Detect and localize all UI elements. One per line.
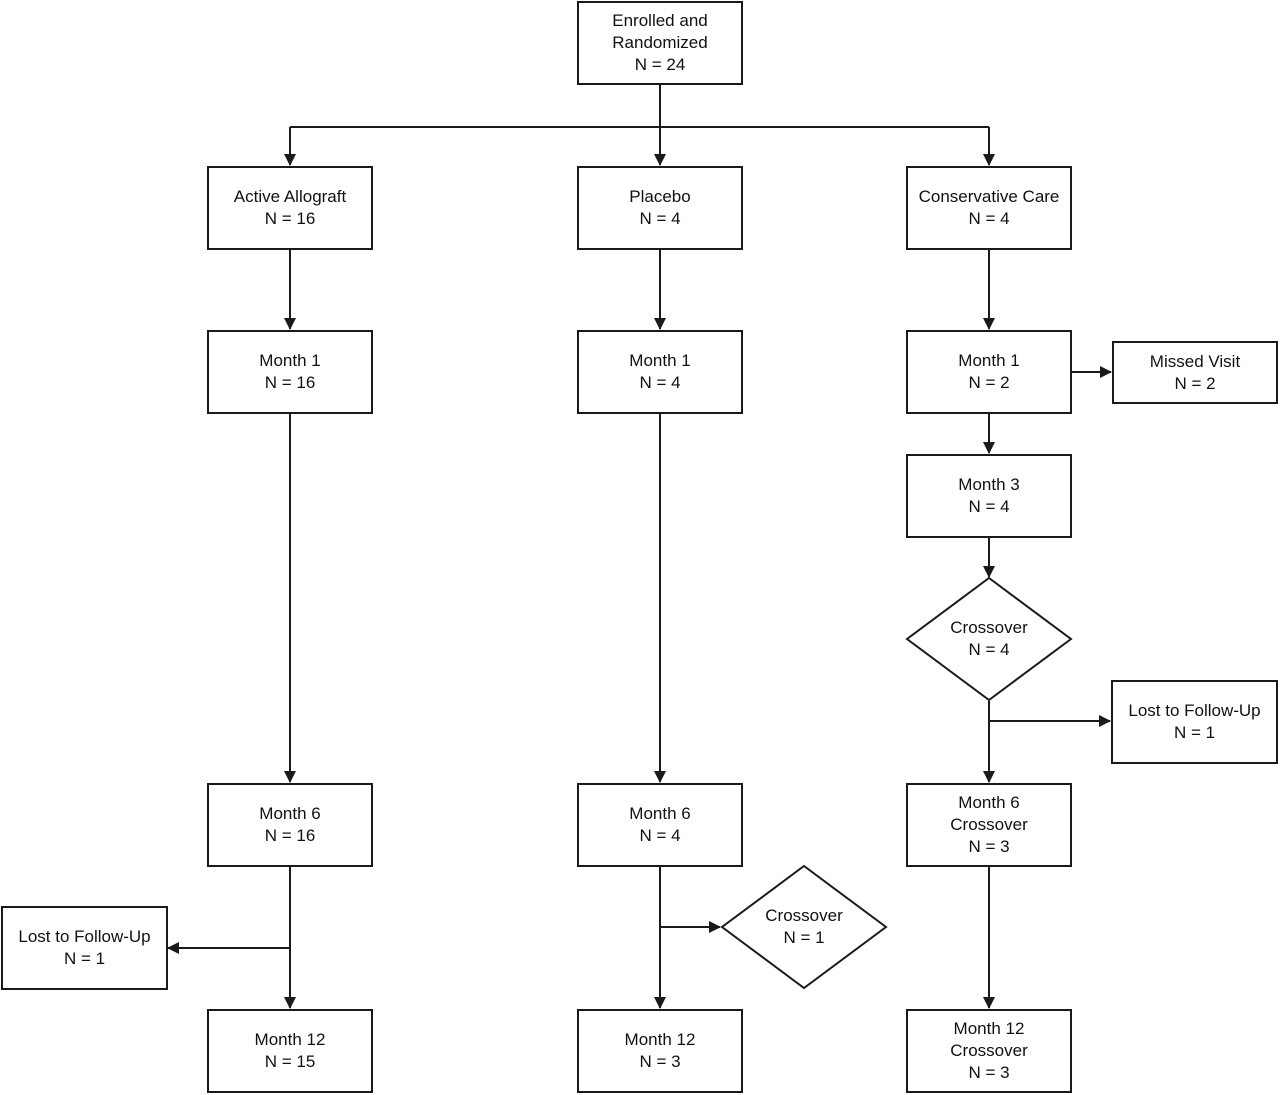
node-text: Lost to Follow-Up xyxy=(1128,701,1261,720)
node-text: N = 3 xyxy=(968,837,1010,856)
node-text: Month 1 xyxy=(958,351,1020,370)
node-text: Month 12 xyxy=(953,1019,1025,1038)
node-text: N = 16 xyxy=(264,826,316,845)
node-text: Placebo xyxy=(629,187,691,206)
node-text: Randomized xyxy=(612,33,708,52)
cc-lost-to-follow-up-box: Lost to Follow-Up N = 1 xyxy=(1111,680,1278,764)
enrolled-randomized-box: Enrolled and Randomized N = 24 xyxy=(577,1,743,85)
node-text: Crossover xyxy=(950,1041,1028,1060)
active-month1-box: Month 1 N = 16 xyxy=(207,330,373,414)
placebo-month6-box: Month 6 N = 4 xyxy=(577,783,743,867)
conservative-care-box: Conservative Care N = 4 xyxy=(906,166,1072,250)
node-text: Month 6 xyxy=(259,804,321,823)
cc-month3-box: Month 3 N = 4 xyxy=(906,454,1072,538)
node-text: N = 16 xyxy=(264,209,316,228)
node-text: Month 12 xyxy=(624,1030,696,1049)
placebo-crossover-diamond xyxy=(720,864,888,990)
node-text: Month 3 xyxy=(958,475,1020,494)
node-text: N = 1 xyxy=(63,949,106,968)
node-text: N = 2 xyxy=(1174,373,1216,393)
placebo-month1-box: Month 1 N = 4 xyxy=(577,330,743,414)
node-text: N = 4 xyxy=(639,826,681,845)
node-text: Active Allograft xyxy=(233,187,347,206)
node-text: Lost to Follow-Up xyxy=(18,927,151,946)
cc-month1-box: Month 1 N = 2 xyxy=(906,330,1072,414)
node-text: N = 16 xyxy=(264,373,316,392)
cc-missed-visit-box: Missed Visit N = 2 xyxy=(1112,341,1278,404)
cc-month12-crossover-box: Month 12 Crossover N = 3 xyxy=(906,1009,1072,1093)
node-text: N = 15 xyxy=(264,1052,316,1071)
node-text: Conservative Care xyxy=(918,187,1060,206)
node-text: N = 1 xyxy=(783,928,825,947)
node-text: N = 4 xyxy=(968,497,1010,516)
node-text: N = 2 xyxy=(968,373,1010,392)
cc-crossover-label: Crossover N = 4 xyxy=(929,609,1049,669)
active-lost-to-follow-up-box: Lost to Follow-Up N = 1 xyxy=(1,906,168,990)
node-text: Month 6 xyxy=(629,804,691,823)
active-allograft-box: Active Allograft N = 16 xyxy=(207,166,373,250)
node-text: Missed Visit xyxy=(1149,351,1241,371)
node-text: N = 24 xyxy=(634,55,686,74)
active-month6-box: Month 6 N = 16 xyxy=(207,783,373,867)
node-text: Month 6 xyxy=(958,793,1020,812)
node-text: Month 1 xyxy=(629,351,691,370)
node-text: N = 4 xyxy=(639,373,681,392)
placebo-crossover-label: Crossover N = 1 xyxy=(744,897,864,957)
node-text: N = 3 xyxy=(968,1063,1010,1082)
node-text: N = 4 xyxy=(968,640,1010,659)
node-text: N = 4 xyxy=(639,209,681,228)
node-text: Month 12 xyxy=(254,1030,326,1049)
node-text: Enrolled and xyxy=(612,11,708,30)
placebo-box: Placebo N = 4 xyxy=(577,166,743,250)
node-text: Crossover xyxy=(950,815,1028,834)
node-text: Month 1 xyxy=(259,351,321,370)
active-month12-box: Month 12 N = 15 xyxy=(207,1009,373,1093)
node-text: N = 1 xyxy=(1173,723,1216,742)
node-text: N = 3 xyxy=(639,1052,681,1071)
node-text: N = 4 xyxy=(968,209,1010,228)
cc-crossover-diamond xyxy=(905,576,1073,702)
node-text: Crossover xyxy=(950,618,1028,637)
placebo-month12-box: Month 12 N = 3 xyxy=(577,1009,743,1093)
node-text: Crossover xyxy=(765,906,843,925)
cc-month6-crossover-box: Month 6 Crossover N = 3 xyxy=(906,783,1072,867)
